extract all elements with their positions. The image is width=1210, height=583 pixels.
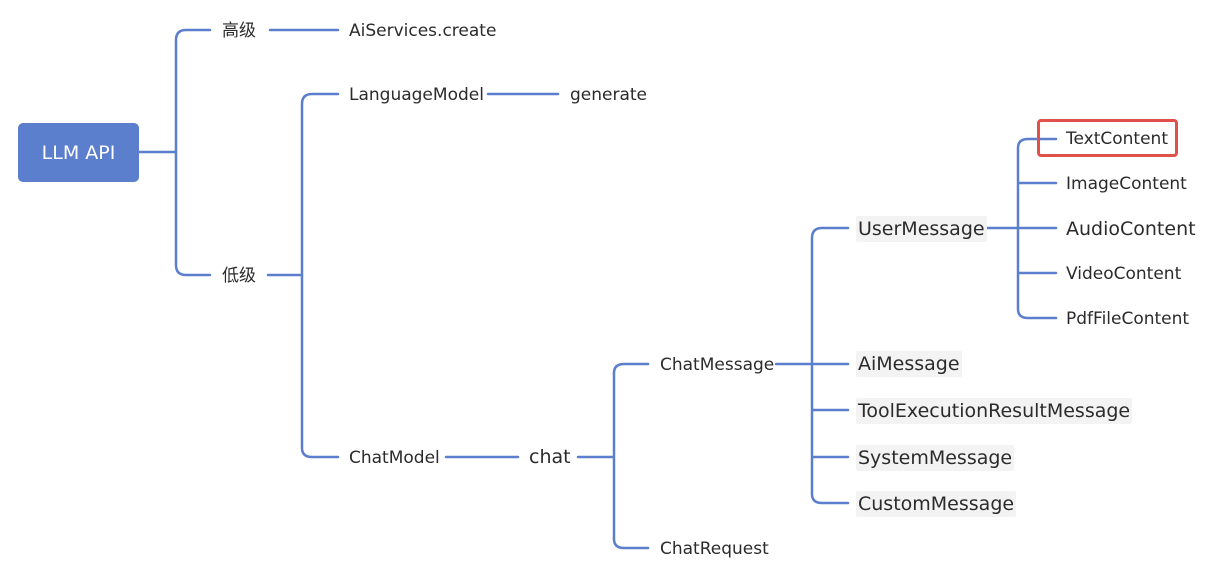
node-ai-message[interactable]: AiMessage <box>856 351 962 377</box>
node-language-model[interactable]: LanguageModel <box>349 85 484 105</box>
node-tool-execution-result-message[interactable]: ToolExecutionResultMessage <box>856 398 1133 424</box>
node-system-message[interactable]: SystemMessage <box>856 445 1015 471</box>
branch-high-level[interactable]: 高级 <box>222 21 256 41</box>
node-chat-request[interactable]: ChatRequest <box>660 539 769 559</box>
root-label: LLM API <box>41 141 116 164</box>
edge-root-to-branches <box>137 28 212 277</box>
node-aiservices-create[interactable]: AiServices.create <box>349 21 497 41</box>
node-user-message[interactable]: UserMessage <box>856 216 987 242</box>
node-chat-message[interactable]: ChatMessage <box>660 355 775 375</box>
node-audio-content[interactable]: AudioContent <box>1066 218 1196 240</box>
node-pdf-file-content[interactable]: PdfFileContent <box>1066 309 1190 329</box>
node-chat[interactable]: chat <box>529 446 571 468</box>
node-text-content[interactable]: TextContent <box>1066 129 1168 149</box>
edge-chat-to-children <box>576 362 650 550</box>
node-chat-model[interactable]: ChatModel <box>349 448 440 468</box>
highlight-box <box>1037 119 1178 157</box>
edge-chatmessage-to-messages <box>774 226 850 505</box>
node-video-content[interactable]: VideoContent <box>1066 264 1182 284</box>
edge-low-to-models <box>266 92 340 459</box>
branch-low-level[interactable]: 低级 <box>222 266 256 286</box>
root-node-llm-api[interactable]: LLM API <box>18 123 139 182</box>
edge-usermessage-to-contents <box>980 137 1058 320</box>
node-image-content[interactable]: ImageContent <box>1066 174 1187 194</box>
node-custom-message[interactable]: CustomMessage <box>856 491 1017 517</box>
node-generate[interactable]: generate <box>570 85 648 105</box>
